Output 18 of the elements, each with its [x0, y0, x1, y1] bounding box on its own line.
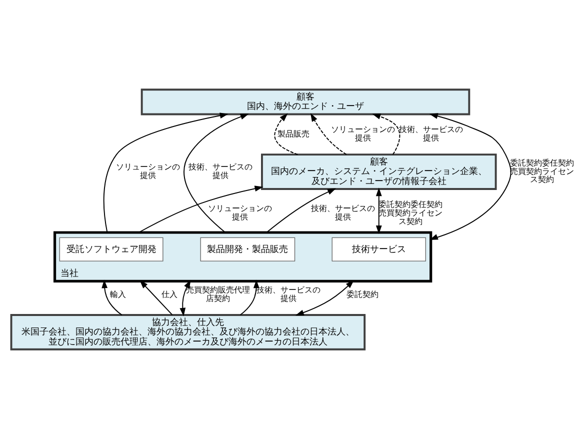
arrow [274, 113, 298, 156]
arrow [372, 114, 400, 155]
node-box: 顧客 国内、海外のエンド・ユーザ [140, 88, 470, 116]
node-box: 顧客 国内のメーカ、システム・インテグレーション企業、及びエンド・ユーザの情報子会社 [261, 154, 497, 190]
node-box: 製品開発・製品販売 [200, 237, 296, 262]
arrow [295, 280, 354, 316]
arrow [376, 188, 382, 234]
arrow [140, 280, 173, 316]
arrow [310, 113, 347, 155]
node-box: 技術サービス [332, 237, 426, 262]
arrow [429, 113, 512, 240]
node-box: 協力会社、仕入先 米国子会社、国内の協力会社、海外の協力会社、及び海外の協力会社の日本法人、並びに国内の販売代理店、海外のメーカ及び海外のメーカの日本法人 [10, 314, 366, 350]
arrow [266, 188, 336, 233]
arrow [102, 280, 122, 316]
arrow [103, 112, 228, 233]
node-box: 受託ソフトウェア開発 [59, 237, 164, 262]
arrow [138, 186, 264, 233]
arrow [184, 114, 249, 233]
